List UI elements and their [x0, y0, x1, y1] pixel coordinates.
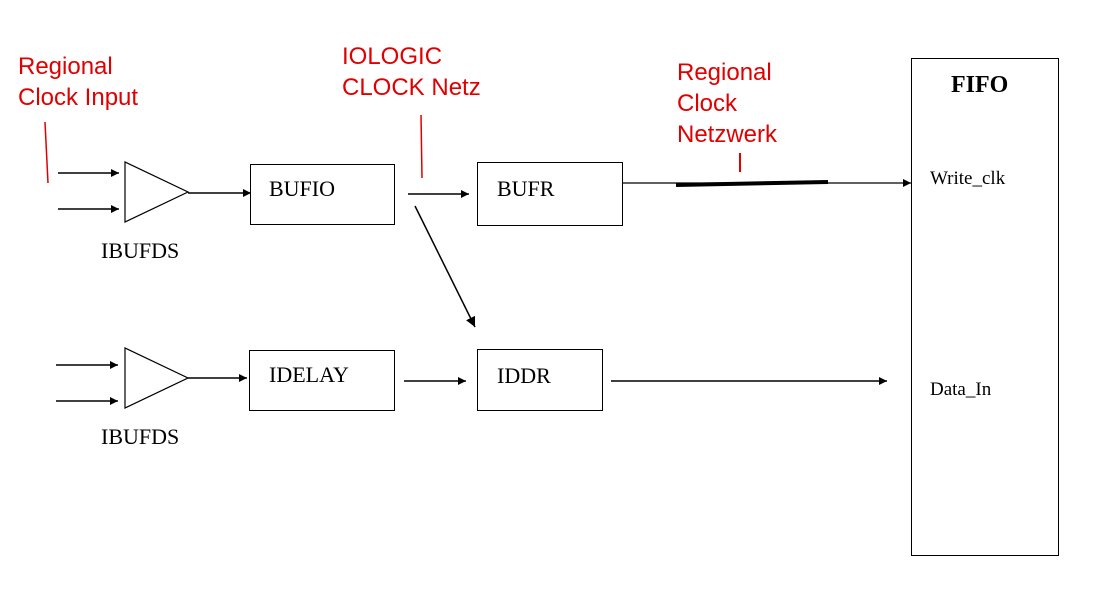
regional-clock-input-annotation: Regional Clock Input: [18, 51, 138, 113]
regional-clock-network-segment: [675, 180, 829, 187]
bufr-block: BUFR: [477, 162, 623, 226]
annotation-line: CLOCK Netz: [342, 74, 481, 101]
idelay-label: IDELAY: [269, 362, 349, 387]
fifo-port-write-clk: Write_clk: [930, 168, 1006, 189]
bufio-block: BUFIO: [250, 164, 395, 225]
top-ibufds-label: IBUFDS: [101, 238, 180, 263]
annotation-line: Netzwerk: [677, 121, 778, 148]
fifo-block: FIFO Write_clk Data_In: [911, 58, 1059, 556]
bottom-ibufds-triangle: [124, 347, 190, 409]
annotation-line: Regional: [18, 53, 113, 80]
fifo-port-data-in: Data_In: [930, 379, 992, 400]
top-ibufds-triangle: [124, 161, 190, 223]
bufr-label: BUFR: [497, 176, 555, 201]
iologic-clock-net-leader: [420, 114, 423, 179]
idelay-block: IDELAY: [249, 350, 395, 411]
fifo-title: FIFO: [951, 72, 1009, 98]
annotation-line: Clock: [677, 90, 738, 117]
bufio-label: BUFIO: [269, 176, 336, 201]
annotation-line: Clock Input: [18, 84, 139, 111]
iologic-clock-net-annotation: IOLOGIC CLOCK Netz: [342, 41, 481, 103]
iddr-block: IDDR: [477, 349, 603, 411]
regional-clock-network-annotation: Regional Clock Netzwerk: [677, 57, 777, 150]
bottom-ibufds-label: IBUFDS: [101, 424, 180, 449]
regional-clock-input-leader: [44, 121, 49, 184]
annotation-line: IOLOGIC: [342, 43, 443, 70]
iddr-label: IDDR: [497, 363, 551, 388]
bufio-to-iddr-wire: [414, 205, 476, 328]
annotation-line: Regional: [677, 59, 772, 86]
